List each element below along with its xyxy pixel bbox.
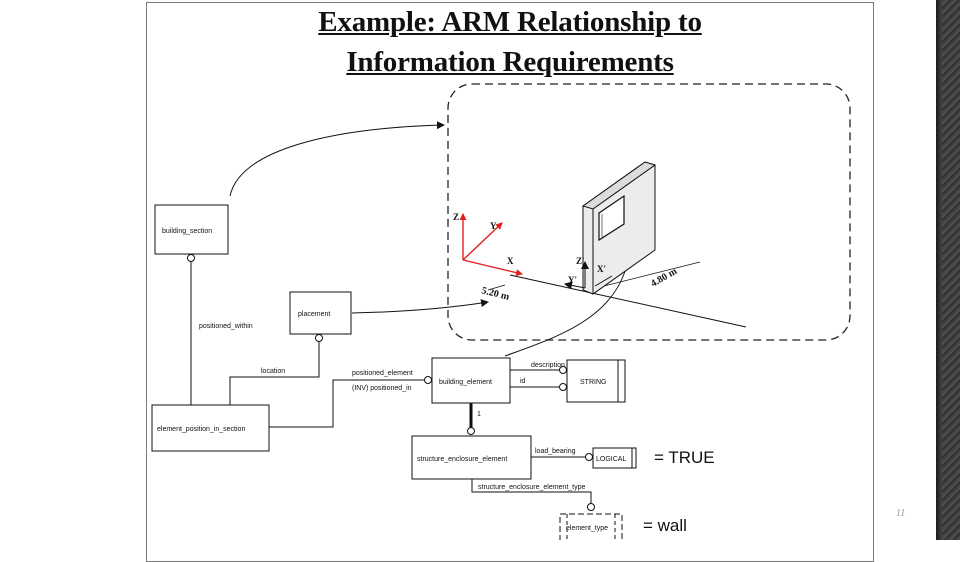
load-bearing-value: = TRUE (654, 448, 715, 467)
rel-positioned-element-label: positioned_element (352, 370, 413, 377)
type-string-label: STRING (580, 379, 606, 386)
local-x-label: X' (597, 264, 606, 274)
entity-building-element-label: building_element (439, 379, 492, 386)
rel-load-bearing-end (585, 453, 593, 461)
entity-element-position-in-section-label: element_position_in_section (157, 426, 245, 433)
entity-building-element (431, 357, 511, 404)
entity-element-position-in-section (151, 404, 270, 452)
decorative-border (936, 0, 960, 540)
rel-description-label: description (531, 362, 565, 369)
rel-enclosure-type-label: structure_enclosure_element_type (478, 484, 586, 491)
rel-positioned-element-end (424, 376, 432, 384)
rel-positioned-within-end (187, 254, 195, 262)
rel-enclosure-type-line (471, 479, 592, 503)
type-element-type (559, 513, 623, 540)
type-element-type-label: element_type (566, 525, 608, 532)
slide-title-line-1: Example: ARM Relationship to (318, 6, 702, 38)
wall-window (598, 194, 625, 242)
distance-y-label: 4.80 m (649, 266, 680, 290)
rel-location-line (229, 342, 320, 405)
axis-z-label: Z (453, 212, 459, 222)
entity-building-section-label: building_section (162, 228, 212, 235)
rel-positioned-within-label: positioned_within (199, 323, 253, 330)
rel-location-end (315, 334, 323, 342)
rel-location-label: location (261, 368, 285, 375)
rel-id-end (559, 383, 567, 391)
rel-subtype-one-label: 1 (477, 411, 481, 418)
type-logical (592, 447, 637, 469)
arrow-placement-to-model (351, 299, 489, 314)
rel-subtype-end (467, 427, 475, 435)
entity-structure-enclosure-element-label: structure_enclosure_element (417, 456, 507, 463)
entity-structure-enclosure-element (411, 435, 532, 480)
distance-x-label: 5.20 m (480, 285, 511, 303)
rel-load-bearing-label: load_bearing (535, 448, 576, 455)
rel-description-end (559, 366, 567, 374)
local-y-label: Y' (568, 275, 577, 285)
model-view-region (447, 83, 851, 341)
axis-x-label: X (507, 256, 514, 266)
rel-id-label: id (520, 378, 526, 385)
building-model-3d (459, 161, 747, 328)
rel-positioned-element-line (269, 379, 424, 428)
element-type-value: = wall (643, 516, 687, 535)
entity-placement (289, 291, 352, 335)
type-logical-label: LOGICAL (596, 456, 626, 463)
entity-placement-label: placement (298, 311, 330, 318)
type-string (566, 359, 626, 403)
arrow-building-section-to-model (229, 121, 445, 197)
page-number: 11 (896, 508, 906, 519)
entity-building-section (154, 204, 229, 255)
axis-y-label: Y (490, 221, 497, 231)
local-z-label: Z' (576, 256, 585, 266)
slide-title-line-2: Information Requirements (346, 46, 674, 78)
rel-inv-positioned-in-label: (INV) positioned_in (352, 385, 412, 392)
rel-enclosure-type-end (587, 503, 595, 511)
arm-diagram: Z Y X Z' Y' X' 5.20 m 4.80 m building_se… (151, 83, 851, 540)
